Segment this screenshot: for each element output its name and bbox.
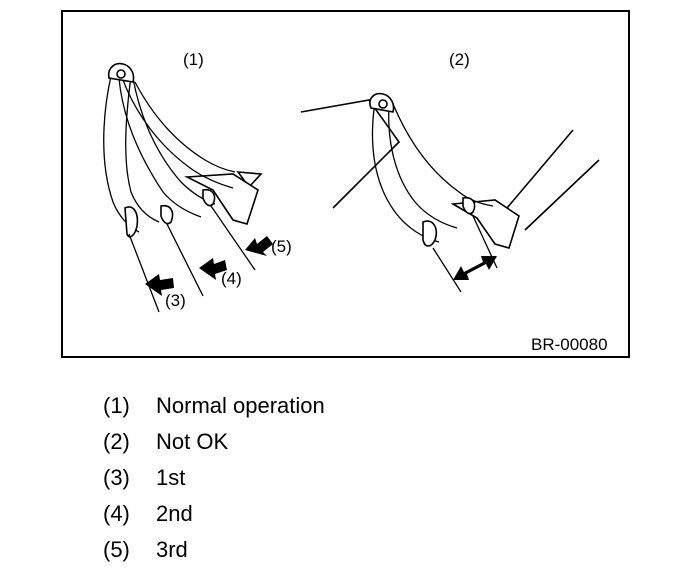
legend-text: 1st bbox=[156, 465, 186, 490]
view-normal-operation: (1) (3) (4) (5) bbox=[103, 50, 401, 313]
legend-number: (3) bbox=[103, 465, 130, 490]
pedal-pad-2nd bbox=[160, 204, 174, 225]
legend-number: (1) bbox=[103, 393, 130, 418]
legend-text: 2nd bbox=[156, 501, 193, 526]
pedal-pad-3rd bbox=[202, 188, 216, 207]
legend-text: Not OK bbox=[156, 429, 229, 454]
illustration-frame: (1) (3) (4) (5) (2) BR-00080 bbox=[61, 10, 630, 358]
pedal-arm-2-outer bbox=[118, 77, 202, 218]
booster-housing-2 bbox=[506, 129, 600, 231]
legend-number: (5) bbox=[103, 537, 130, 562]
figure-code: BR-00080 bbox=[531, 335, 608, 354]
legend-item-2: (2) Not OK bbox=[103, 424, 503, 460]
booster-housing bbox=[300, 99, 401, 209]
arrow-stage-1st-icon bbox=[145, 274, 174, 296]
legend-item-1: (1) Normal operation bbox=[103, 388, 503, 424]
legend-list: (1) Normal operation (2) Not OK (3) 1st … bbox=[103, 388, 503, 568]
pedal-arm-b bbox=[388, 103, 458, 229]
legend-item-5: (5) 3rd bbox=[103, 532, 503, 568]
pedal-pad-b bbox=[462, 196, 476, 215]
stage-line-2nd bbox=[166, 223, 204, 297]
view-label-1: (1) bbox=[183, 50, 204, 69]
stage-line-3rd bbox=[210, 205, 256, 271]
pedal-arm-3-inner bbox=[134, 81, 236, 173]
pushrod-end bbox=[236, 171, 263, 189]
pedal-arm-rear bbox=[183, 173, 259, 225]
view-not-ok: (2) bbox=[369, 50, 600, 293]
arrow-stage-3rd-icon bbox=[245, 236, 273, 256]
travel-line-left bbox=[432, 247, 462, 293]
pedal-arm-3-outer bbox=[122, 79, 234, 189]
legend-text: Normal operation bbox=[156, 393, 325, 418]
pedal-arm-1-inner bbox=[125, 75, 160, 223]
stage-label-1st: (3) bbox=[165, 291, 186, 310]
stage-line-1st bbox=[128, 233, 160, 313]
legend-number: (4) bbox=[103, 501, 130, 526]
view-label-2: (2) bbox=[449, 50, 470, 69]
pedal-pad-1st bbox=[124, 206, 139, 238]
stage-label-2nd: (4) bbox=[221, 269, 242, 288]
pedal-arm-c bbox=[392, 103, 494, 207]
double-arrow-icon bbox=[453, 256, 497, 280]
legend-number: (2) bbox=[103, 429, 130, 454]
pedal-pivot-icon bbox=[116, 69, 126, 79]
pedal-pivot-housing-2 bbox=[369, 92, 395, 113]
pedal-arm-a bbox=[371, 101, 440, 243]
brake-pedal-diagram: (1) (3) (4) (5) (2) BR-00080 bbox=[103, 50, 608, 354]
legend-text: 3rd bbox=[156, 537, 188, 562]
legend-item-3: (3) 1st bbox=[103, 460, 503, 496]
legend-item-4: (4) 2nd bbox=[103, 496, 503, 532]
stage-label-3rd: (5) bbox=[271, 237, 292, 256]
pedal-pivot-icon-2 bbox=[378, 99, 388, 109]
pedal-pivot-housing bbox=[107, 62, 135, 83]
pedal-pad-a bbox=[422, 220, 438, 247]
arrow-stage-2nd-icon bbox=[199, 258, 227, 280]
